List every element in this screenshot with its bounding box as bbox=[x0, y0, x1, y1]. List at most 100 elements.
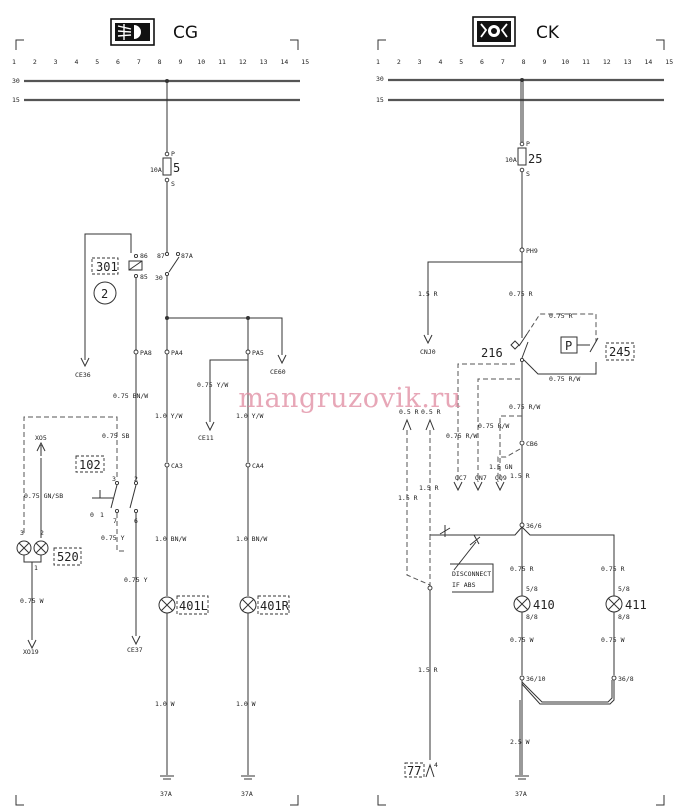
ruler-tick-8: 8 bbox=[522, 58, 526, 66]
svg-text:2: 2 bbox=[134, 475, 138, 483]
svg-text:0.75 R: 0.75 R bbox=[601, 565, 625, 573]
ruler-tick-3: 3 bbox=[418, 58, 422, 66]
rail-15-label-ck: 15 bbox=[376, 96, 384, 104]
svg-text:1.5 R: 1.5 R bbox=[419, 484, 439, 492]
ruler-tick-4: 4 bbox=[438, 58, 442, 66]
ground-37a-2: 37A bbox=[241, 790, 253, 798]
ruler-tick-10: 10 bbox=[561, 58, 569, 66]
svg-text:P: P bbox=[526, 140, 530, 148]
ruler-tick-6: 6 bbox=[480, 58, 484, 66]
svg-text:1.0 BN/W: 1.0 BN/W bbox=[155, 535, 186, 543]
brake-light-icon bbox=[472, 16, 516, 47]
conn-cb6: CB6 bbox=[526, 440, 538, 448]
brake-switch-216: 216 0.75 R 0.75 R/W bbox=[481, 312, 597, 383]
svg-text:7: 7 bbox=[113, 517, 117, 525]
svg-text:3: 3 bbox=[112, 475, 116, 483]
svg-text:5/8: 5/8 bbox=[526, 585, 538, 593]
svg-text:1.5 R: 1.5 R bbox=[398, 494, 418, 502]
svg-text:0.75 Y: 0.75 Y bbox=[124, 576, 148, 584]
bulb-401l: 401L bbox=[158, 595, 209, 615]
svg-text:102: 102 bbox=[79, 458, 101, 472]
ruler-tick-6: 6 bbox=[116, 58, 120, 66]
svg-text:DISCONNECT: DISCONNECT bbox=[452, 570, 491, 578]
svg-text:520: 520 bbox=[57, 550, 79, 564]
conn-ce60: CE60 bbox=[270, 368, 286, 376]
svg-text:8/8: 8/8 bbox=[526, 613, 538, 621]
conn-pa8: PA8 bbox=[140, 349, 152, 357]
conn-cnj0: CNJ0 bbox=[420, 348, 436, 356]
ruler-tick-1: 1 bbox=[12, 58, 16, 66]
svg-text:3: 3 bbox=[20, 529, 24, 537]
conn-ce36: CE36 bbox=[75, 371, 91, 379]
pressure-switch-245: P 245 bbox=[560, 336, 635, 361]
conn-pa5: PA5 bbox=[252, 349, 264, 357]
ruler-tick-8: 8 bbox=[158, 58, 162, 66]
svg-text:401R: 401R bbox=[260, 599, 290, 613]
fuse-5-number: 5 bbox=[173, 161, 180, 175]
conn-36-8: 36/8 bbox=[618, 675, 634, 683]
ruler-tick-11: 11 bbox=[218, 58, 226, 66]
ruler-tick-9: 9 bbox=[178, 58, 182, 66]
svg-text:0.75 R: 0.75 R bbox=[549, 312, 573, 320]
ruler-tick-5: 5 bbox=[459, 58, 463, 66]
svg-text:301: 301 bbox=[96, 260, 118, 274]
svg-text:216: 216 bbox=[481, 346, 503, 360]
svg-text:0.5 R: 0.5 R bbox=[421, 408, 441, 416]
conn-ph9: PH9 bbox=[526, 247, 538, 255]
connector-77: 77 4 bbox=[404, 761, 438, 778]
svg-text:1.0 W: 1.0 W bbox=[236, 700, 256, 708]
rail-15-label: 15 bbox=[12, 96, 20, 104]
svg-text:10A: 10A bbox=[505, 156, 517, 164]
svg-text:0.75 Y: 0.75 Y bbox=[101, 534, 125, 542]
bulb-411: 5/8 411 8/8 bbox=[605, 585, 647, 621]
ruler-tick-7: 7 bbox=[137, 58, 141, 66]
svg-text:0.75 W: 0.75 W bbox=[510, 636, 534, 644]
ruler-tick-10: 10 bbox=[197, 58, 205, 66]
svg-text:86: 86 bbox=[140, 252, 148, 260]
conn-qc7: QC7 bbox=[455, 474, 467, 482]
svg-text:30: 30 bbox=[155, 274, 163, 282]
svg-text:77: 77 bbox=[407, 764, 421, 778]
svg-text:S: S bbox=[526, 170, 530, 178]
svg-text:1: 1 bbox=[34, 564, 38, 572]
svg-text:1.5 R: 1.5 R bbox=[418, 666, 438, 674]
ground-37a-ck: 37A bbox=[515, 790, 527, 798]
ground-37a-1: 37A bbox=[160, 790, 172, 798]
svg-text:2: 2 bbox=[40, 529, 44, 537]
conn-36-10: 36/10 bbox=[526, 675, 546, 683]
svg-text:4: 4 bbox=[434, 761, 438, 769]
rail-30-label-ck: 30 bbox=[376, 75, 384, 83]
svg-text:0.75 R/W: 0.75 R/W bbox=[478, 422, 509, 430]
svg-text:2.5 W: 2.5 W bbox=[510, 738, 530, 746]
conn-pa4: PA4 bbox=[171, 349, 183, 357]
svg-text:P: P bbox=[565, 339, 572, 353]
svg-text:401L: 401L bbox=[179, 599, 208, 613]
ruler-tick-2: 2 bbox=[33, 58, 37, 66]
conn-ce11: CE11 bbox=[198, 434, 214, 442]
conn-qn7: QN7 bbox=[475, 474, 487, 482]
svg-text:10A: 10A bbox=[150, 166, 162, 174]
svg-text:5/8: 5/8 bbox=[618, 585, 630, 593]
relay-301: 301 2 86 85 87 87A 30 bbox=[84, 233, 193, 360]
ruler-tick-13: 13 bbox=[260, 58, 268, 66]
fog-lamp-icon bbox=[110, 18, 155, 46]
ruler-tick-13: 13 bbox=[624, 58, 632, 66]
svg-text:P: P bbox=[171, 150, 175, 158]
svg-text:0.75 R/W: 0.75 R/W bbox=[549, 375, 580, 383]
svg-text:0.75 W: 0.75 W bbox=[20, 597, 44, 605]
svg-text:0.75 GN/SB: 0.75 GN/SB bbox=[24, 492, 63, 500]
fuse-25: P 10A 25 S bbox=[505, 140, 542, 178]
svg-text:87A: 87A bbox=[181, 252, 193, 260]
conn-ca3: CA3 bbox=[171, 462, 183, 470]
conn-qq9: QQ9 bbox=[495, 474, 507, 482]
ruler-tick-15: 15 bbox=[665, 58, 673, 66]
ruler-tick-14: 14 bbox=[280, 58, 288, 66]
svg-text:1.5 GN: 1.5 GN bbox=[489, 463, 513, 471]
svg-text:0.75 SB: 0.75 SB bbox=[102, 432, 129, 440]
ruler-tick-5: 5 bbox=[95, 58, 99, 66]
svg-text:245: 245 bbox=[609, 345, 631, 359]
svg-text:0.75 Y/W: 0.75 Y/W bbox=[197, 381, 228, 389]
svg-text:1: 1 bbox=[100, 511, 104, 519]
conn-ce37: CE37 bbox=[127, 646, 143, 654]
